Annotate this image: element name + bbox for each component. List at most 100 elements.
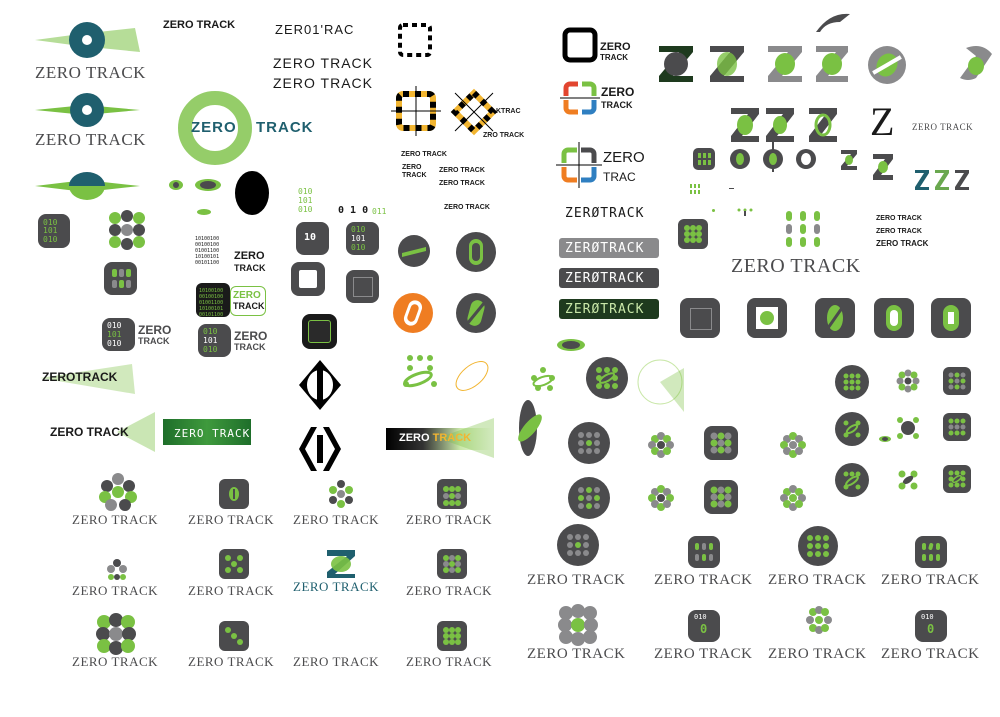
- binary-text: 010: [351, 225, 366, 234]
- dot-tile-icon: [219, 549, 249, 579]
- green-dot-grid-icon: [109, 210, 145, 250]
- dashed-square-icon: [398, 23, 432, 57]
- stylized-z-icon: [327, 550, 355, 578]
- zero-dot-tile-icon: [219, 479, 249, 509]
- rounded-square-icon: [747, 298, 787, 338]
- dark-bar-wordmark: ZERØTRACK: [565, 271, 645, 286]
- track-label: TRACK: [256, 119, 314, 136]
- zero-label: ZERO: [233, 290, 261, 301]
- track-text: TRACK: [75, 370, 118, 384]
- dot-grid-tile-icon: [437, 621, 467, 651]
- binary-text: 010: [351, 243, 366, 252]
- diamond-zero-icon: [299, 427, 341, 471]
- split-zero-icon: [763, 142, 783, 172]
- dash-mark: [729, 188, 734, 189]
- teal-eye-icon: [35, 22, 140, 58]
- green-dot-grid-icon: [329, 480, 353, 508]
- brand-wordmark: ZERO TRACK: [527, 646, 626, 662]
- track-text: TRACK: [432, 432, 472, 444]
- brand-wordmark: ZERO TRACK: [406, 512, 493, 527]
- one-zero-text: 10: [304, 232, 317, 243]
- lens-flare-icon: [117, 412, 155, 452]
- brand-wordmark: ZERO TRACK: [35, 130, 146, 149]
- track-label: TRACK: [601, 100, 633, 110]
- zero-label: ZERO: [191, 119, 237, 136]
- green-bar-logo: [163, 419, 251, 445]
- green-dot-grid-icon: [107, 559, 127, 580]
- circle-dot-grid-icon: [798, 526, 838, 566]
- green-dot-grid-icon: [898, 470, 918, 490]
- split-zero-icon: [796, 149, 816, 169]
- stylized-z-icon: [809, 108, 837, 142]
- brand-wordmark: ZERO TRACK: [72, 654, 159, 669]
- teal-eye-icon: [35, 172, 140, 200]
- binary-tile-icon: 010 101 010: [198, 324, 231, 357]
- green-dot-grid-icon: [99, 473, 137, 511]
- stylized-z-icon: [768, 46, 802, 82]
- circle-dot-grid-icon: [568, 422, 610, 464]
- split-zero-icon: [868, 46, 906, 84]
- lens-flare-icon: [438, 418, 494, 458]
- brand-wordmark: ZERO TRACK: [768, 572, 867, 588]
- binary-tile-icon: 010 0: [688, 610, 720, 642]
- diamond-zero-icon: [299, 360, 341, 410]
- binary-text: 0 1 0: [338, 205, 369, 216]
- dot-tile-icon: [219, 621, 249, 651]
- brand-wordmark: ZERO TRACK: [876, 239, 929, 248]
- ktrac-label: KTRAC: [496, 108, 521, 115]
- dot-grid-tile-icon: [943, 413, 971, 441]
- gradient-bar-wordmark: ZERO TRACK: [399, 433, 471, 444]
- rounded-square-icon: [291, 262, 325, 296]
- zero-label: ZERO: [234, 329, 268, 343]
- green-dot-grid-icon: [96, 613, 136, 655]
- stylized-z-icon: [841, 150, 857, 170]
- brand-wordmark: ZERO TRACK: [527, 572, 626, 588]
- green-dot-grid-icon: [403, 355, 437, 388]
- brand-wordmark: ZERO TRACK: [654, 646, 753, 662]
- zero-tile-icon: [931, 298, 971, 338]
- square-inner: [308, 320, 331, 343]
- green-dot-grid-icon: [558, 604, 598, 646]
- circle-dot-grid-icon: [835, 412, 869, 446]
- brand-wordmark: ZERO TRACK: [72, 512, 159, 527]
- rounded-square-icon: [680, 298, 720, 338]
- dot-grid-tile-icon: [704, 480, 738, 514]
- track-label: TRACK: [402, 172, 427, 179]
- dot-mark: [712, 209, 715, 212]
- brand-wordmark: ZERO TRACK: [273, 75, 373, 91]
- dot-grid-tile-icon: [437, 549, 467, 579]
- circle-dot-grid-icon: [586, 357, 628, 399]
- dot-grid-tile-icon: [943, 367, 971, 395]
- binary-text: 010: [298, 187, 313, 196]
- split-zero-icon: [398, 235, 430, 267]
- zero-digit: 0: [927, 622, 935, 636]
- zero-label: ZERO: [234, 250, 265, 262]
- binary-text: 101: [43, 226, 58, 235]
- teal-eye-icon: [35, 93, 140, 127]
- brand-wordmark: ZERO TRACK: [654, 572, 753, 588]
- brand-wordmark: ZERO TRACK: [188, 583, 275, 598]
- green-dark-bar-wordmark: ZERØTRACK: [565, 302, 645, 317]
- split-zero-tile-icon: [693, 148, 715, 170]
- circle-dot-grid-icon: [568, 477, 610, 519]
- binary-text: 010: [43, 235, 58, 244]
- binary-text: 010: [107, 321, 122, 330]
- track-label: TRACK: [234, 263, 266, 273]
- zero-tile-icon: [874, 298, 914, 338]
- brand-wordmark: ZERO TRACK: [72, 583, 159, 598]
- brand-wordmark: ZERO TRACK: [163, 19, 236, 31]
- split-zero-tile-icon: [786, 211, 820, 247]
- binary-tile-icon: 10: [296, 222, 329, 255]
- split-zero-icon: [456, 232, 496, 272]
- lens-flare-icon: [637, 359, 684, 412]
- dot-grid-tile-icon: [704, 426, 738, 460]
- sphere-orbit-icon: [455, 361, 489, 391]
- brand-wordmark: ZERO TRACK: [50, 425, 129, 439]
- green-dot-grid-icon: [806, 606, 832, 634]
- stylized-z-icon: [915, 170, 969, 190]
- brand-wordmark: ZERO TRACK: [912, 122, 974, 132]
- zero-label: ZERO: [600, 41, 631, 53]
- brand-wordmark: ZERO TRACK: [273, 55, 373, 71]
- zero-text: ZERO: [399, 432, 430, 444]
